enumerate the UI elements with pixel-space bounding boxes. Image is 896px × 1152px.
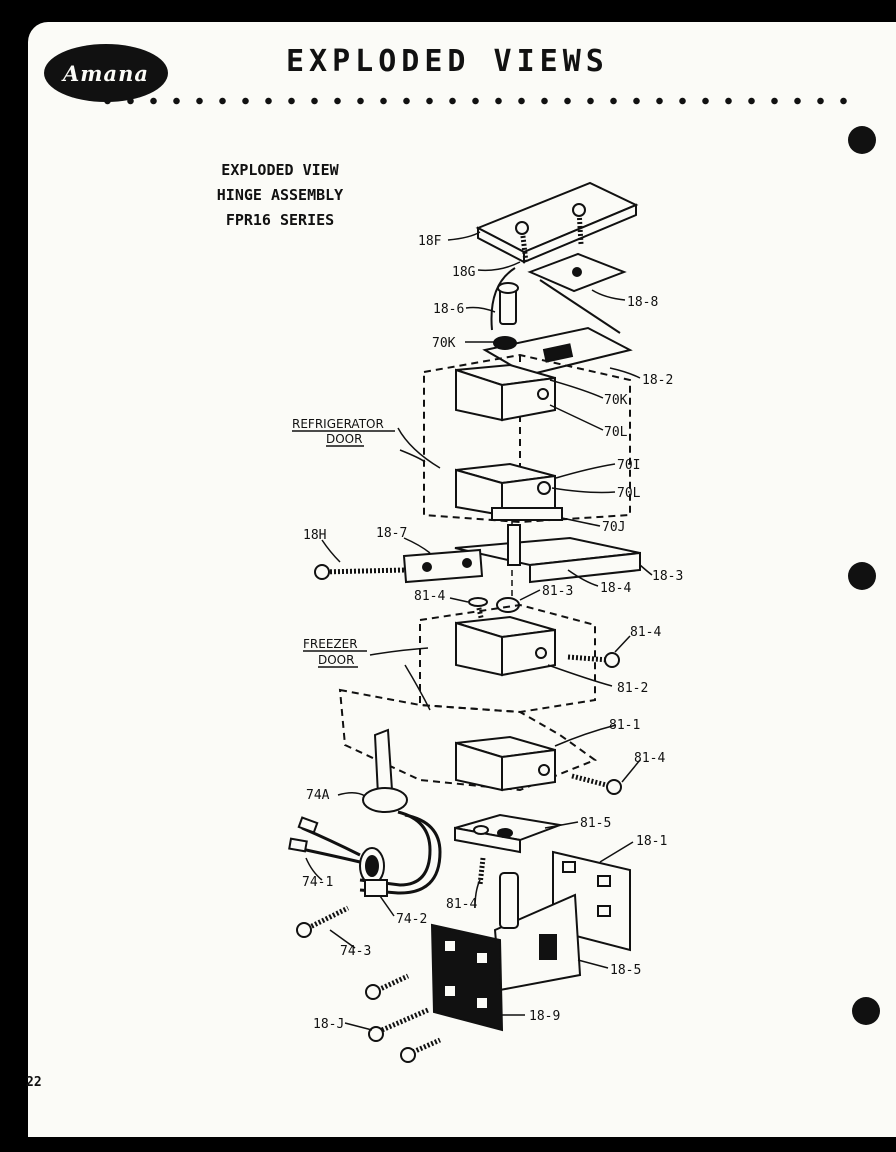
hinge-pin-18-6 — [497, 282, 519, 325]
hinge-plate-18-7 — [402, 548, 484, 584]
label-18-1: 18-1 — [636, 834, 667, 849]
middle-hinge-18-4 — [454, 524, 641, 584]
amana-logo: Amana — [44, 44, 168, 102]
label-70k-right: 70K — [604, 393, 628, 408]
hinge-plate-18-9 — [430, 923, 504, 1032]
label-70l-bottom: 70L — [617, 486, 641, 501]
label-70i: 70I — [617, 458, 640, 473]
label-70k-left: 70K — [432, 336, 456, 351]
hinge-plate-81-5 — [454, 813, 564, 854]
plate-hole — [572, 267, 582, 277]
label-18-5: 18-5 — [610, 963, 641, 978]
page-number: 22 — [26, 1075, 42, 1090]
label-18-7: 18-7 — [376, 526, 407, 541]
top-bracket-18f — [475, 181, 639, 264]
label-81-5: 81-5 — [580, 816, 611, 831]
screw-81-4-a — [468, 597, 488, 623]
label-81-1: 81-1 — [609, 718, 640, 733]
label-18-j: 18-J — [313, 1017, 344, 1032]
label-18-8: 18-8 — [627, 295, 658, 310]
binder-hole-top — [848, 126, 876, 154]
hinge-block-70i — [455, 462, 556, 517]
label-81-2: 81-2 — [617, 681, 648, 696]
label-18g: 18G — [452, 265, 476, 280]
screws-18-j — [365, 973, 442, 1063]
label-81-4-c: 81-4 — [634, 751, 665, 766]
screw-81-4-d — [477, 857, 486, 886]
hinge-block-70k — [455, 363, 556, 422]
caption-line-1: EXPLODED VIEW — [221, 161, 339, 179]
bushing-70k — [493, 336, 517, 350]
label-81-4-b: 81-4 — [630, 625, 661, 640]
label-18f: 18F — [418, 234, 442, 249]
freezer-door-lower-outline — [338, 688, 598, 792]
label-74a: 74A — [306, 788, 330, 803]
caption-line-2: HINGE ASSEMBLY — [216, 186, 344, 204]
refrigerator-door-label-2: DOOR — [326, 432, 362, 446]
label-70l-top: 70L — [604, 425, 628, 440]
label-18h: 18H — [303, 528, 326, 543]
hinge-block-81-1 — [455, 735, 556, 792]
hinge-block-81-2 — [455, 615, 556, 677]
leader-lines — [305, 231, 653, 1031]
refrigerator-door-label-1: REFRIGERATOR — [292, 417, 384, 431]
hinge-arm-18-2 — [482, 267, 633, 377]
diagram-caption: EXPLODED VIEW HINGE ASSEMBLY FPR16 SERIE… — [200, 158, 360, 233]
wires-74-1 — [288, 816, 361, 864]
label-81-3: 81-3 — [542, 584, 573, 599]
label-18-9: 18-9 — [529, 1009, 560, 1024]
screw-18h — [314, 564, 406, 580]
page-title: EXPLODED VIEWS — [286, 44, 609, 79]
binder-hole-middle — [848, 562, 876, 590]
label-18-3: 18-3 — [652, 569, 683, 584]
label-74-2: 74-2 — [396, 912, 427, 927]
label-81-4-d: 81-4 — [446, 897, 477, 912]
freezer-door-label-1: FREEZER — [303, 637, 358, 651]
clip-74-2 — [364, 879, 388, 897]
freezer-door-outline — [419, 603, 596, 714]
switch-74a — [359, 728, 442, 895]
label-74-3: 74-3 — [340, 944, 371, 959]
screw-74-3 — [296, 905, 350, 938]
label-70j: 70J — [602, 520, 625, 535]
logo-text: Amana — [63, 60, 149, 86]
bottom-hinge-18-5 — [493, 872, 582, 992]
screw-81-4-b — [567, 652, 620, 668]
freezer-door-label-2: DOOR — [318, 653, 354, 667]
shim-70j — [491, 507, 563, 521]
label-81-4-a: 81-4 — [414, 589, 445, 604]
label-18-4: 18-4 — [600, 581, 631, 596]
screw-81-4-c — [571, 773, 622, 795]
binder-hole-bottom — [852, 997, 880, 1025]
label-74-1: 74-1 — [302, 875, 333, 890]
label-18-6: 18-6 — [433, 302, 464, 317]
dotted-divider — [96, 94, 856, 108]
screws-18g — [515, 203, 586, 263]
caption-line-3: FPR16 SERIES — [225, 211, 335, 229]
label-18-2: 18-2 — [642, 373, 673, 388]
